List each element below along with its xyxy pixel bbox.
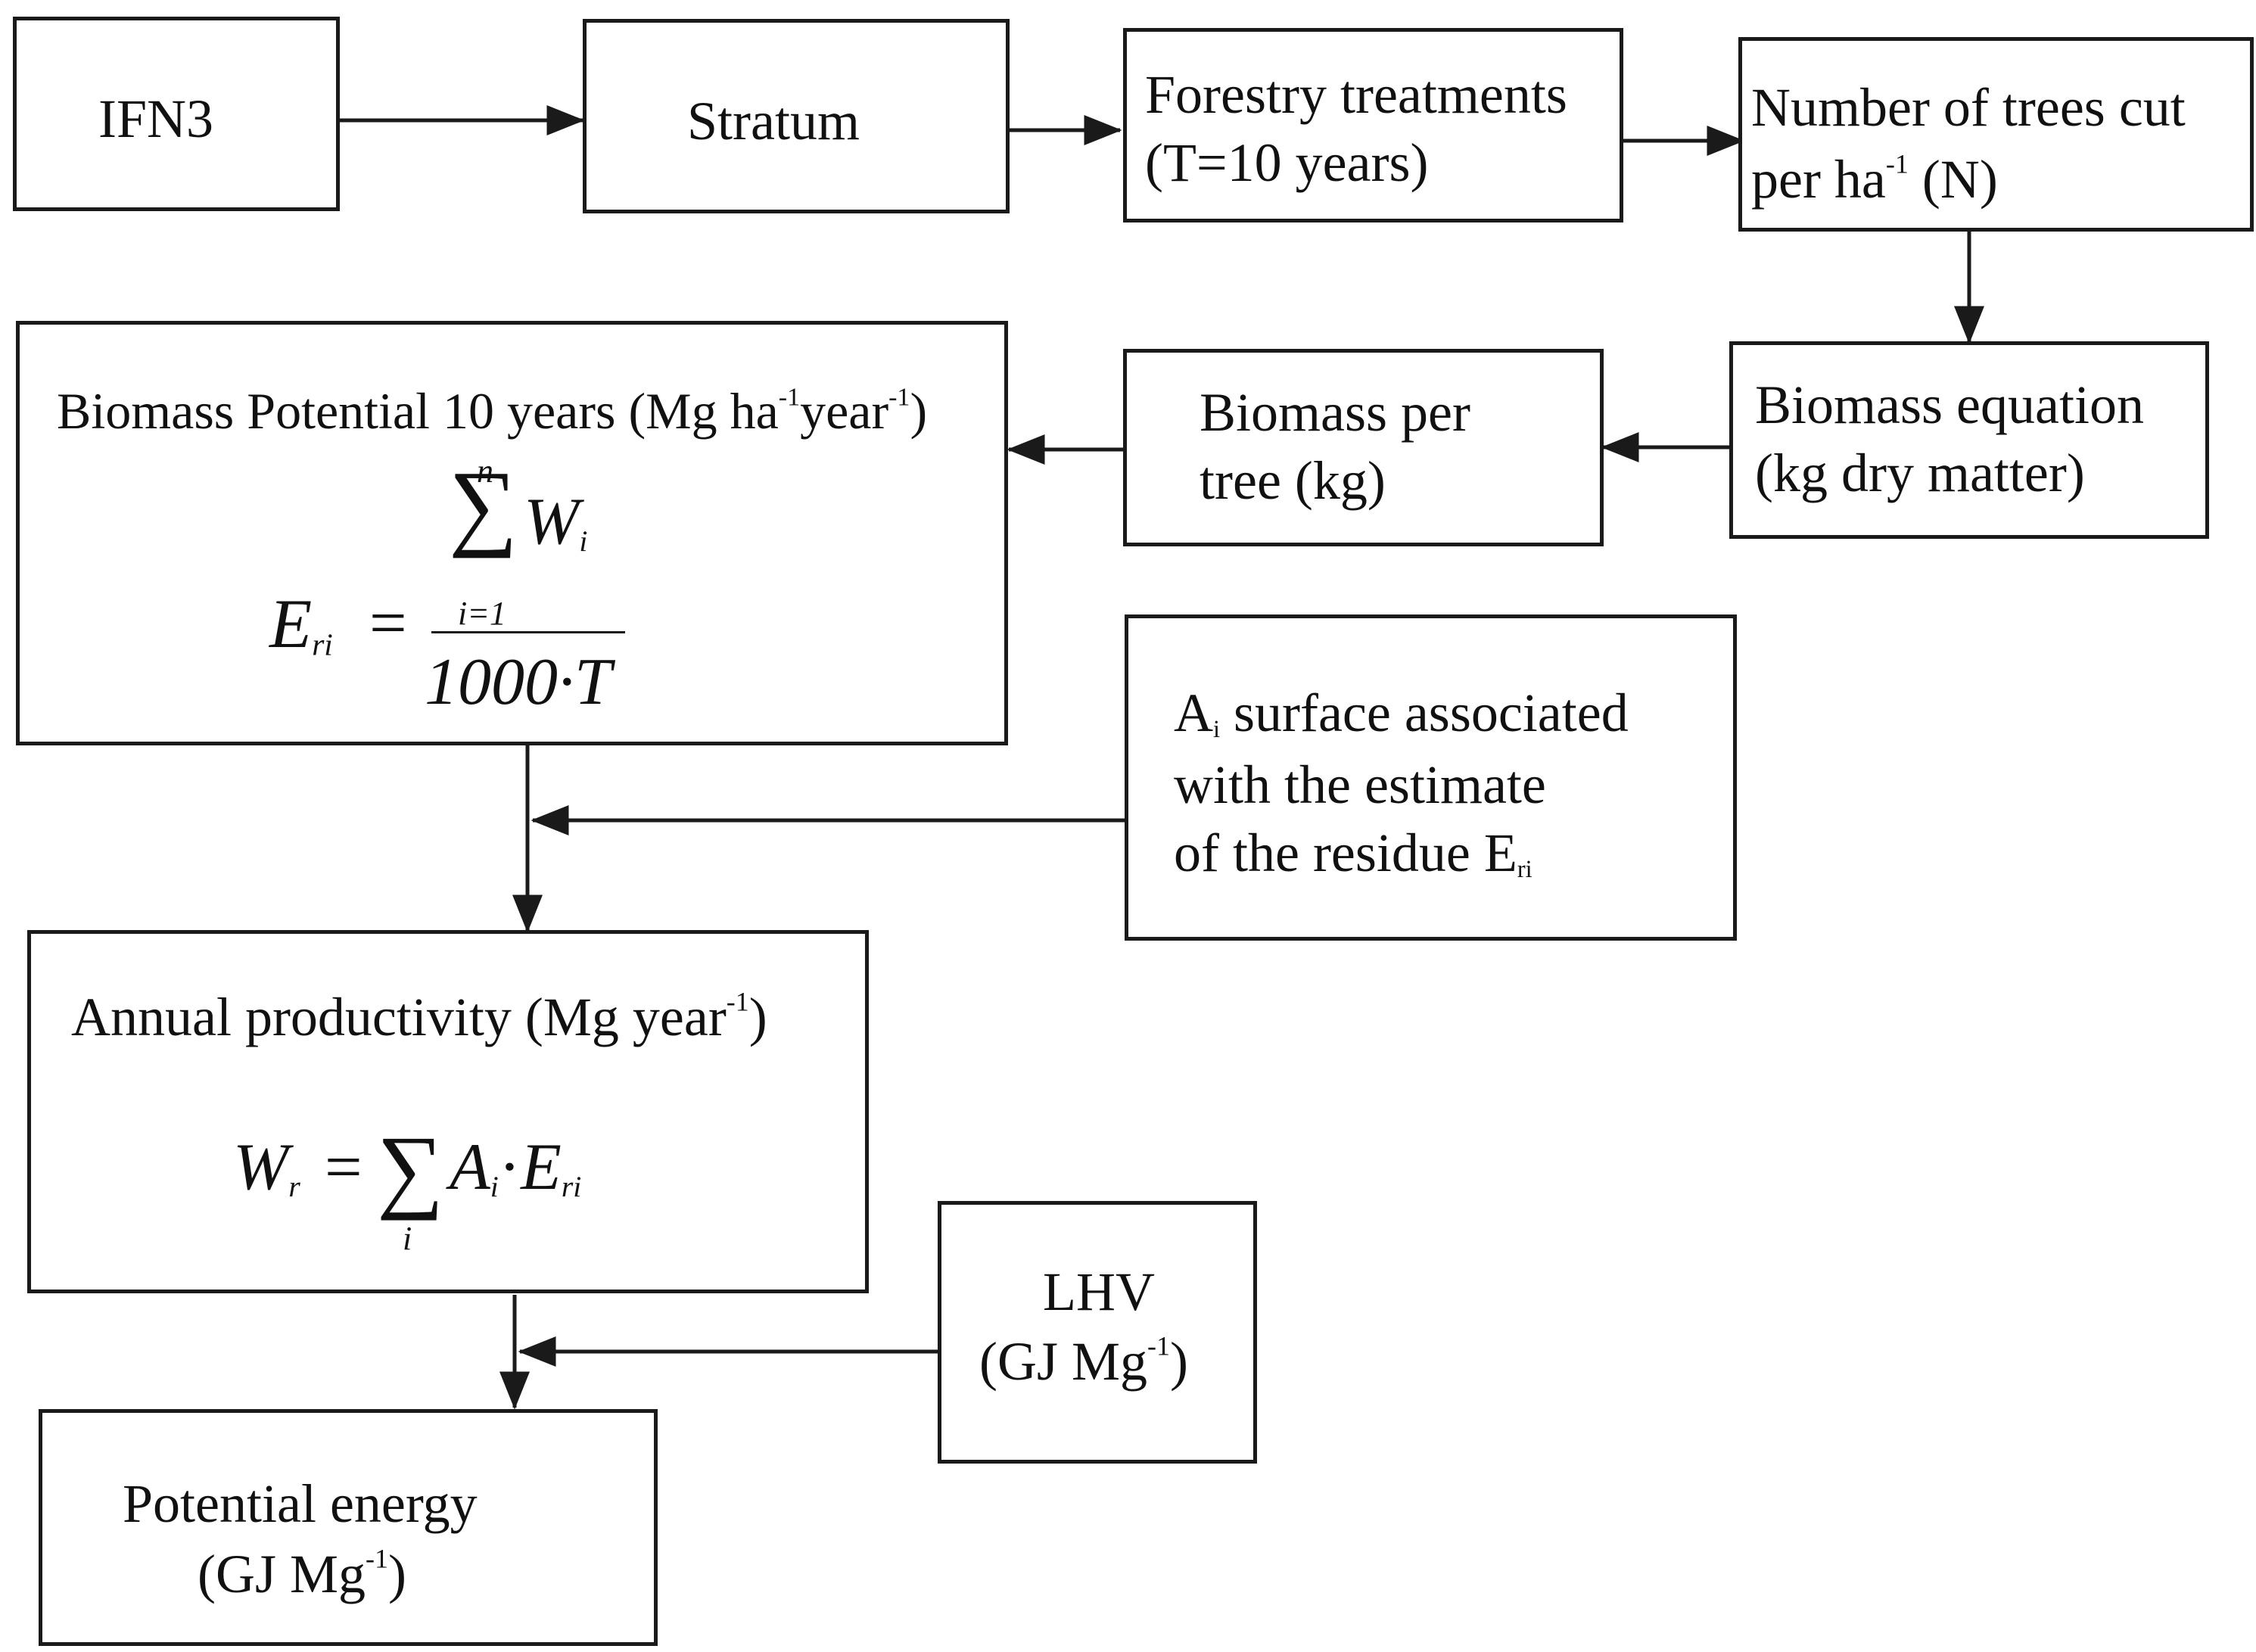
node-surface-line2: with the estimate — [1174, 754, 1546, 815]
node-biomass-per-tree-line1: Biomass per — [1200, 382, 1470, 443]
node-trees-cut-line2: per ha-1 (N) — [1751, 148, 1998, 210]
sum-symbol: ∑ — [377, 1117, 444, 1221]
node-surface-line1: Ai surface associated — [1174, 683, 1629, 744]
node-stratum-label: Stratum — [687, 91, 860, 151]
node-surface-line3: of the residue Eri — [1174, 823, 1533, 884]
node-trees-cut: Number of trees cut per ha-1 (N) — [1738, 37, 2254, 232]
node-lhv: LHV (GJ Mg-1) — [938, 1201, 1257, 1464]
node-potential-energy: Potential energy (GJ Mg-1) — [39, 1409, 658, 1646]
formula-equals: = — [325, 1131, 363, 1204]
node-biomass-equation-line2: (kg dry matter) — [1755, 443, 2085, 503]
node-potential-energy-line2: (GJ Mg-1) — [198, 1543, 406, 1604]
node-biomass-per-tree-line2: tree (kg) — [1200, 450, 1386, 511]
node-forestry-line2: (T=10 years) — [1145, 132, 1429, 193]
node-stratum: Stratum — [583, 19, 1010, 213]
node-ifn3: IFN3 — [13, 17, 340, 211]
node-forestry-treatments: Forestry treatments (T=10 years) — [1123, 28, 1623, 222]
node-biomass-potential-title: Biomass Potential 10 years (Mg ha-1year-… — [57, 382, 928, 440]
node-biomass-potential: Biomass Potential 10 years (Mg ha-1year-… — [16, 321, 1008, 745]
node-biomass-per-tree: Biomass per tree (kg) — [1123, 349, 1604, 546]
formula-sum-term: Wi — [524, 485, 588, 558]
node-annual-title: Annual productivity (Mg year-1) — [71, 986, 767, 1047]
node-trees-cut-line1: Number of trees cut — [1751, 77, 2186, 138]
node-biomass-equation: Biomass equation (kg dry matter) — [1729, 341, 2209, 539]
formula-sum-upper-limit: n — [477, 453, 493, 490]
fraction-bar — [431, 631, 625, 633]
node-annual-productivity: Annual productivity (Mg year-1) Wr = ∑ i… — [27, 930, 869, 1293]
node-potential-energy-line1: Potential energy — [123, 1473, 478, 1534]
formula-equals: = — [369, 586, 407, 660]
formula-sum-lower-limit: i=1 — [458, 595, 506, 632]
node-forestry-line1: Forestry treatments — [1145, 64, 1567, 125]
node-lhv-line1: LHV — [1043, 1262, 1155, 1322]
node-biomass-equation-line1: Biomass equation — [1755, 375, 2144, 435]
node-lhv-line2: (GJ Mg-1) — [979, 1330, 1188, 1392]
formula-denominator: 1000·T — [425, 646, 611, 719]
formula-ai-eri: Ai·Eri — [450, 1131, 582, 1204]
formula-lhs: Eri — [269, 585, 333, 662]
formula-sum-lower-limit: i — [403, 1220, 412, 1257]
node-surface-associated: Ai surface associated with the estimate … — [1125, 614, 1737, 941]
sum-symbol: ∑ — [449, 451, 518, 558]
formula-wr: Wr — [233, 1131, 300, 1204]
node-ifn3-label: IFN3 — [98, 89, 214, 149]
